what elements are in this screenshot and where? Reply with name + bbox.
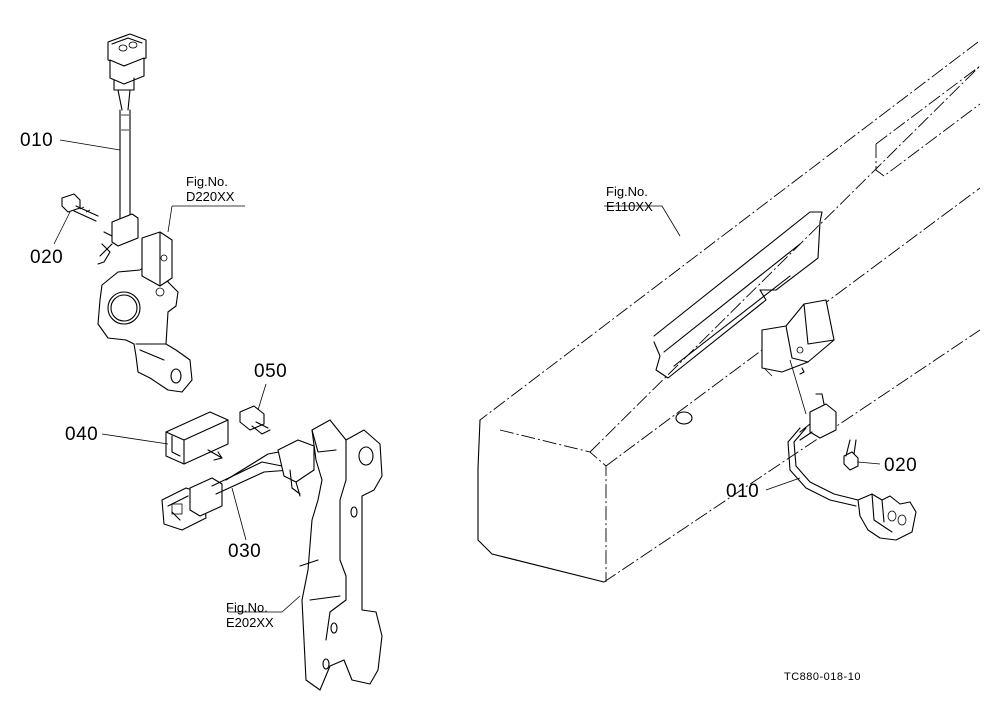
bracket-e202 bbox=[299, 419, 383, 691]
leader-d220 bbox=[167, 205, 245, 233]
leader-050 bbox=[257, 383, 267, 411]
leader-e202 bbox=[228, 595, 301, 613]
leader-040 bbox=[101, 433, 169, 445]
leader-020-right bbox=[857, 461, 881, 465]
callout-020-right: 020 bbox=[884, 455, 918, 476]
callout-010-top-left: 010 bbox=[20, 130, 54, 151]
callout-040: 040 bbox=[65, 424, 99, 445]
leader-030 bbox=[231, 487, 247, 541]
bolt-050 bbox=[239, 405, 271, 435]
callout-020-top-left: 020 bbox=[30, 247, 64, 268]
figref-d220-line2: D220XX bbox=[186, 189, 235, 204]
harness-010-right bbox=[787, 359, 917, 541]
callout-050: 050 bbox=[254, 361, 288, 382]
bolt-020-right bbox=[843, 439, 859, 471]
cap-040 bbox=[165, 411, 229, 465]
figref-e110-line1: Fig.No. bbox=[606, 184, 648, 199]
figref-e202-line2: E202XX bbox=[226, 615, 274, 630]
harness-010-top-left bbox=[97, 33, 147, 265]
bracket-top-left bbox=[97, 231, 193, 393]
callout-030: 030 bbox=[228, 541, 262, 562]
leader-010-top-left bbox=[59, 139, 121, 151]
leader-010-right bbox=[765, 477, 801, 491]
leader-e110 bbox=[604, 205, 681, 237]
leader-020-top-left bbox=[53, 211, 71, 245]
figref-e202: Fig.No. E202XX bbox=[226, 600, 274, 630]
panel-e110 bbox=[477, 41, 981, 583]
bolt-020-top-left bbox=[61, 193, 99, 222]
figref-e110-line2: E110XX bbox=[606, 199, 653, 214]
callout-010-right: 010 bbox=[726, 481, 760, 502]
harness-030 bbox=[161, 439, 315, 531]
figref-d220: Fig.No. D220XX bbox=[186, 174, 234, 204]
drawing-code: TC880-018-10 bbox=[784, 671, 861, 683]
figref-e202-line1: Fig.No. bbox=[226, 600, 268, 615]
arrow-040 bbox=[207, 449, 223, 461]
figref-d220-line1: Fig.No. bbox=[186, 174, 228, 189]
figref-e110: Fig.No. E110XX bbox=[606, 184, 653, 214]
